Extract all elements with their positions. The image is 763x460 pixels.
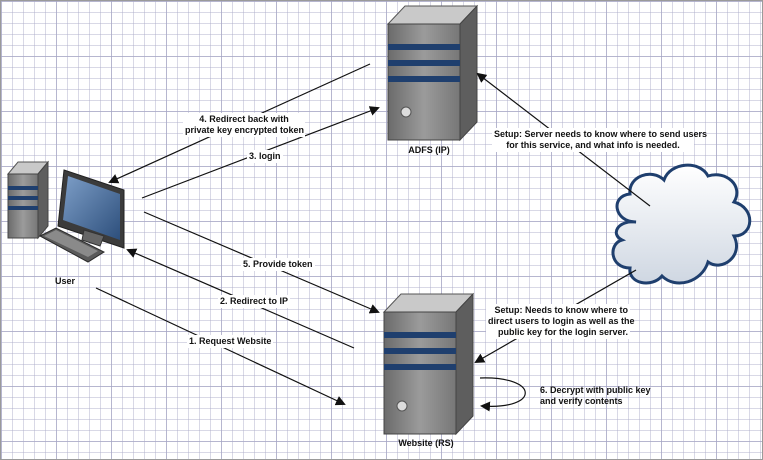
adfs-server-icon (386, 4, 479, 142)
website-setup-note-line3: public key for the login server. (497, 327, 628, 337)
step-redirect-to-ip: 2. Redirect to IP (218, 295, 291, 308)
website-setup-note: Setup: Needs to know where to direct use… (486, 304, 635, 339)
step-request-website: 1. Request Website (187, 335, 274, 348)
adfs-setup-note: Setup: Server needs to know where to sen… (492, 128, 708, 152)
adfs-label: ADFS (IP) (408, 145, 450, 155)
user-label: User (54, 276, 75, 286)
website-server-icon (382, 292, 475, 436)
step-redirect-back-line1: 4. Redirect back with (199, 114, 289, 124)
step-login: 3. login (247, 150, 283, 163)
arrow-decrypt-loop (479, 377, 526, 412)
step-decrypt-line1: 6. Decrypt with public key (540, 385, 651, 395)
step-redirect-back-line2: private key encrypted token (185, 125, 305, 135)
adfs-setup-note-line1: Setup: Server needs to know where to sen… (494, 129, 708, 139)
step-decrypt: 6. Decrypt with public key and verify co… (540, 385, 651, 407)
website-label: Website (RS) (398, 438, 454, 448)
website-setup-note-line2: direct users to login as well as the (488, 316, 635, 326)
website-setup-note-line1: Setup: Needs to know where to (494, 305, 628, 315)
step-provide-token: 5. Provide token (241, 258, 315, 271)
user-workstation-icon (6, 160, 125, 263)
step-decrypt-line2: and verify contents (540, 396, 623, 406)
adfs-setup-note-line2: for this service, and what info is neede… (506, 140, 680, 150)
step-redirect-back: 4. Redirect back with private key encryp… (183, 113, 305, 137)
cloud-icon (611, 163, 752, 285)
